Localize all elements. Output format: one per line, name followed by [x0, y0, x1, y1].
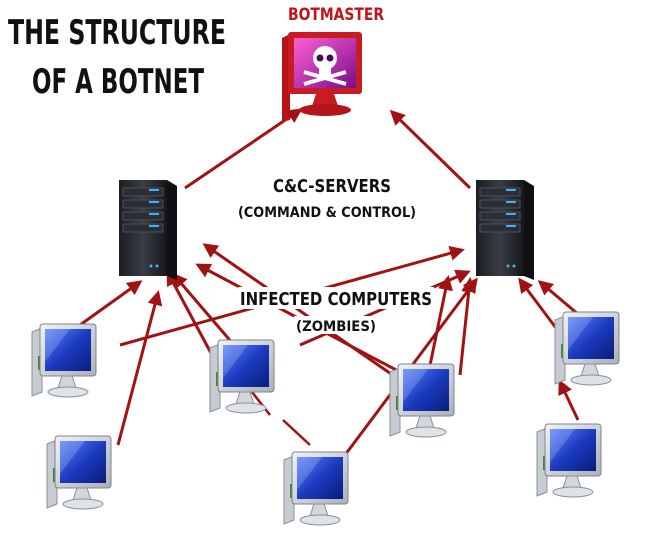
skull-monitor-icon [282, 32, 362, 122]
zombies-sublabel: (ZOMBIES) [296, 319, 376, 335]
title-line2: OF A BOTNET [32, 62, 205, 102]
infected-computer-icon [31, 323, 97, 398]
botmaster-label: BOTMASTER [288, 5, 384, 25]
arrow-right-server-to-botmaster [389, 109, 472, 190]
cc-servers-label: C&C-SERVERS [273, 176, 391, 197]
arrow-zombie-to-server [172, 272, 242, 353]
arrow-zombie-to-server [116, 290, 163, 446]
infected-computer-icon [554, 311, 620, 386]
arrow-zombie-to-server [558, 379, 580, 421]
arrow-zombie-to-server [79, 280, 143, 327]
infected-computer-icon [209, 339, 275, 414]
cc-server-right-icon [475, 179, 535, 281]
arrow-zombie-to-server [202, 243, 408, 387]
cc-server-left-icon [118, 179, 178, 281]
arrow-zombie-to-server [166, 270, 214, 356]
cc-servers-sublabel: (COMMAND & CONTROL) [238, 205, 416, 221]
arrow-zombie-to-server [426, 275, 453, 376]
arrow-zombie-to-server [458, 277, 477, 376]
infected-computer-icon [283, 451, 349, 526]
infected-computer-icon [46, 435, 112, 510]
infected-computer-icon [389, 363, 455, 438]
arrow-left-server-to-botmaster [184, 108, 303, 190]
title-line1: THE STRUCTURE [8, 13, 226, 53]
zombies-label: INFECTED COMPUTERS [240, 289, 432, 310]
infected-computer-icon [536, 423, 602, 498]
